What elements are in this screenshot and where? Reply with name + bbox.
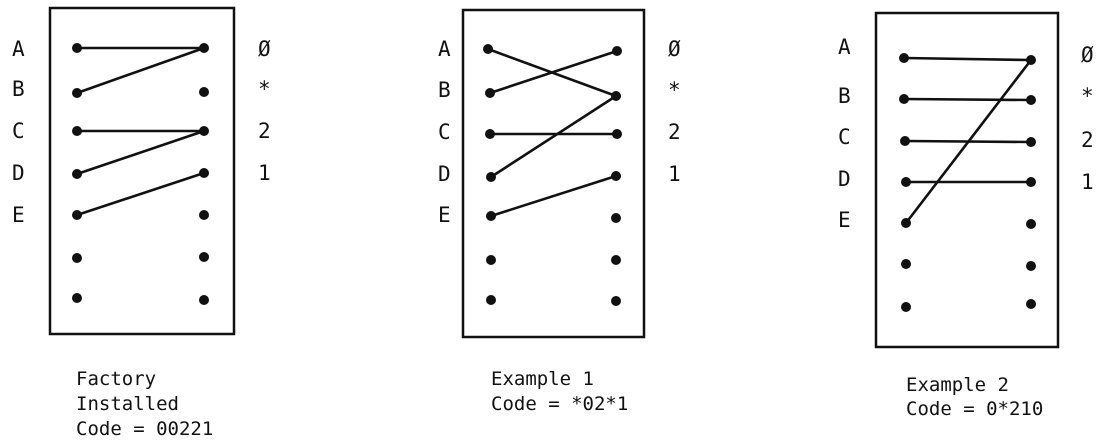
right-label-2: 2 <box>668 120 681 144</box>
jumper-wire-e <box>489 174 618 218</box>
jumper-board-outline <box>461 8 646 339</box>
left-label-a: A <box>838 35 851 59</box>
pin-left-3 <box>900 136 910 146</box>
caption-line-3: Code = 00221 <box>76 418 213 440</box>
left-label-b: B <box>838 84 851 108</box>
left-label-d: D <box>838 167 851 191</box>
pin-right-2 <box>611 91 621 101</box>
jumper-wire-e <box>904 58 1033 225</box>
right-label-1: 1 <box>1081 170 1094 194</box>
pin-left-4 <box>486 172 496 182</box>
pin-left-7 <box>72 293 82 303</box>
pin-left-7 <box>486 295 496 305</box>
pin-right-3 <box>199 126 209 136</box>
pin-right-7 <box>611 296 621 306</box>
pin-left-6 <box>72 253 82 263</box>
right-label-0: Ø <box>668 37 681 61</box>
pin-right-1 <box>1026 55 1036 65</box>
left-label-d: D <box>12 161 25 185</box>
diagram-factory: A B C D E Ø * 2 1 Factory Installed Code <box>12 6 271 440</box>
pin-left-6 <box>486 255 496 265</box>
right-label-1: 1 <box>258 161 271 185</box>
pin-left-3 <box>72 126 82 136</box>
pin-right-6 <box>611 255 621 265</box>
jumper-wire-b <box>75 46 206 95</box>
caption-line-2: Code = *02*1 <box>491 393 628 415</box>
jumper-wire-d <box>75 129 206 176</box>
pin-left-2 <box>485 88 495 98</box>
right-label-star: * <box>258 77 271 101</box>
left-label-a: A <box>438 37 451 61</box>
right-label-2: 2 <box>1081 128 1094 152</box>
left-label-e: E <box>12 203 25 227</box>
jumper-wire-b <box>488 49 619 95</box>
left-label-e: E <box>838 208 851 232</box>
jumper-wire-e <box>75 171 206 217</box>
pin-right-4 <box>611 171 621 181</box>
right-label-0: Ø <box>1081 43 1094 67</box>
right-label-1: 1 <box>668 162 681 186</box>
pin-right-2 <box>199 87 209 97</box>
left-label-e: E <box>438 203 451 227</box>
pin-right-7 <box>1026 299 1036 309</box>
right-label-star: * <box>1081 84 1094 108</box>
pin-right-5 <box>1026 219 1036 229</box>
diagram-example-2: A B C D E Ø * 2 1 Example 2 Code = 0*210 <box>838 11 1094 420</box>
left-label-a: A <box>12 37 25 61</box>
jumper-wire-d <box>489 94 618 179</box>
pin-left-2 <box>72 88 82 98</box>
pin-left-1 <box>72 43 82 53</box>
right-label-2: 2 <box>258 119 271 143</box>
pin-left-2 <box>899 94 909 104</box>
caption-line-1: Example 1 <box>491 368 594 390</box>
pin-left-3 <box>485 129 495 139</box>
pin-right-6 <box>199 252 209 262</box>
pin-right-7 <box>199 295 209 305</box>
jumper-wire-a <box>902 56 1033 62</box>
pin-right-6 <box>1026 261 1036 271</box>
pin-left-6 <box>901 259 911 269</box>
pin-left-7 <box>901 302 911 312</box>
pin-left-4 <box>72 169 82 179</box>
caption-line-1: Factory <box>76 368 156 390</box>
pin-left-4 <box>901 177 911 187</box>
left-label-c: C <box>438 120 451 144</box>
jumper-wire-b <box>902 97 1033 102</box>
jumper-board-outline <box>874 11 1060 349</box>
right-label-star: * <box>668 78 681 102</box>
pin-left-5 <box>901 218 911 228</box>
left-label-c: C <box>12 119 25 143</box>
caption-line-2: Installed <box>76 393 179 415</box>
left-label-d: D <box>438 162 451 186</box>
pin-right-1 <box>199 43 209 53</box>
pin-right-4 <box>1026 177 1036 187</box>
pin-right-5 <box>611 213 621 223</box>
pin-right-1 <box>612 46 622 56</box>
pin-right-3 <box>1026 137 1036 147</box>
pin-left-1 <box>899 53 909 63</box>
pin-left-5 <box>72 210 82 220</box>
jumper-board-outline <box>48 6 236 336</box>
pin-right-4 <box>199 168 209 178</box>
pin-right-5 <box>199 210 209 220</box>
right-label-0: Ø <box>258 37 271 61</box>
pin-left-1 <box>483 44 493 54</box>
caption-line-1: Example 2 <box>906 374 1009 396</box>
pin-left-5 <box>486 211 496 221</box>
left-label-b: B <box>12 77 25 101</box>
pin-right-2 <box>1026 95 1036 105</box>
diagram-example-1: A B C D E Ø * 2 1 Example 1 Code = *02*1 <box>438 8 681 415</box>
left-label-c: C <box>838 125 851 149</box>
left-label-b: B <box>438 78 451 102</box>
caption-line-2: Code = 0*210 <box>906 398 1043 420</box>
pin-right-3 <box>612 129 622 139</box>
